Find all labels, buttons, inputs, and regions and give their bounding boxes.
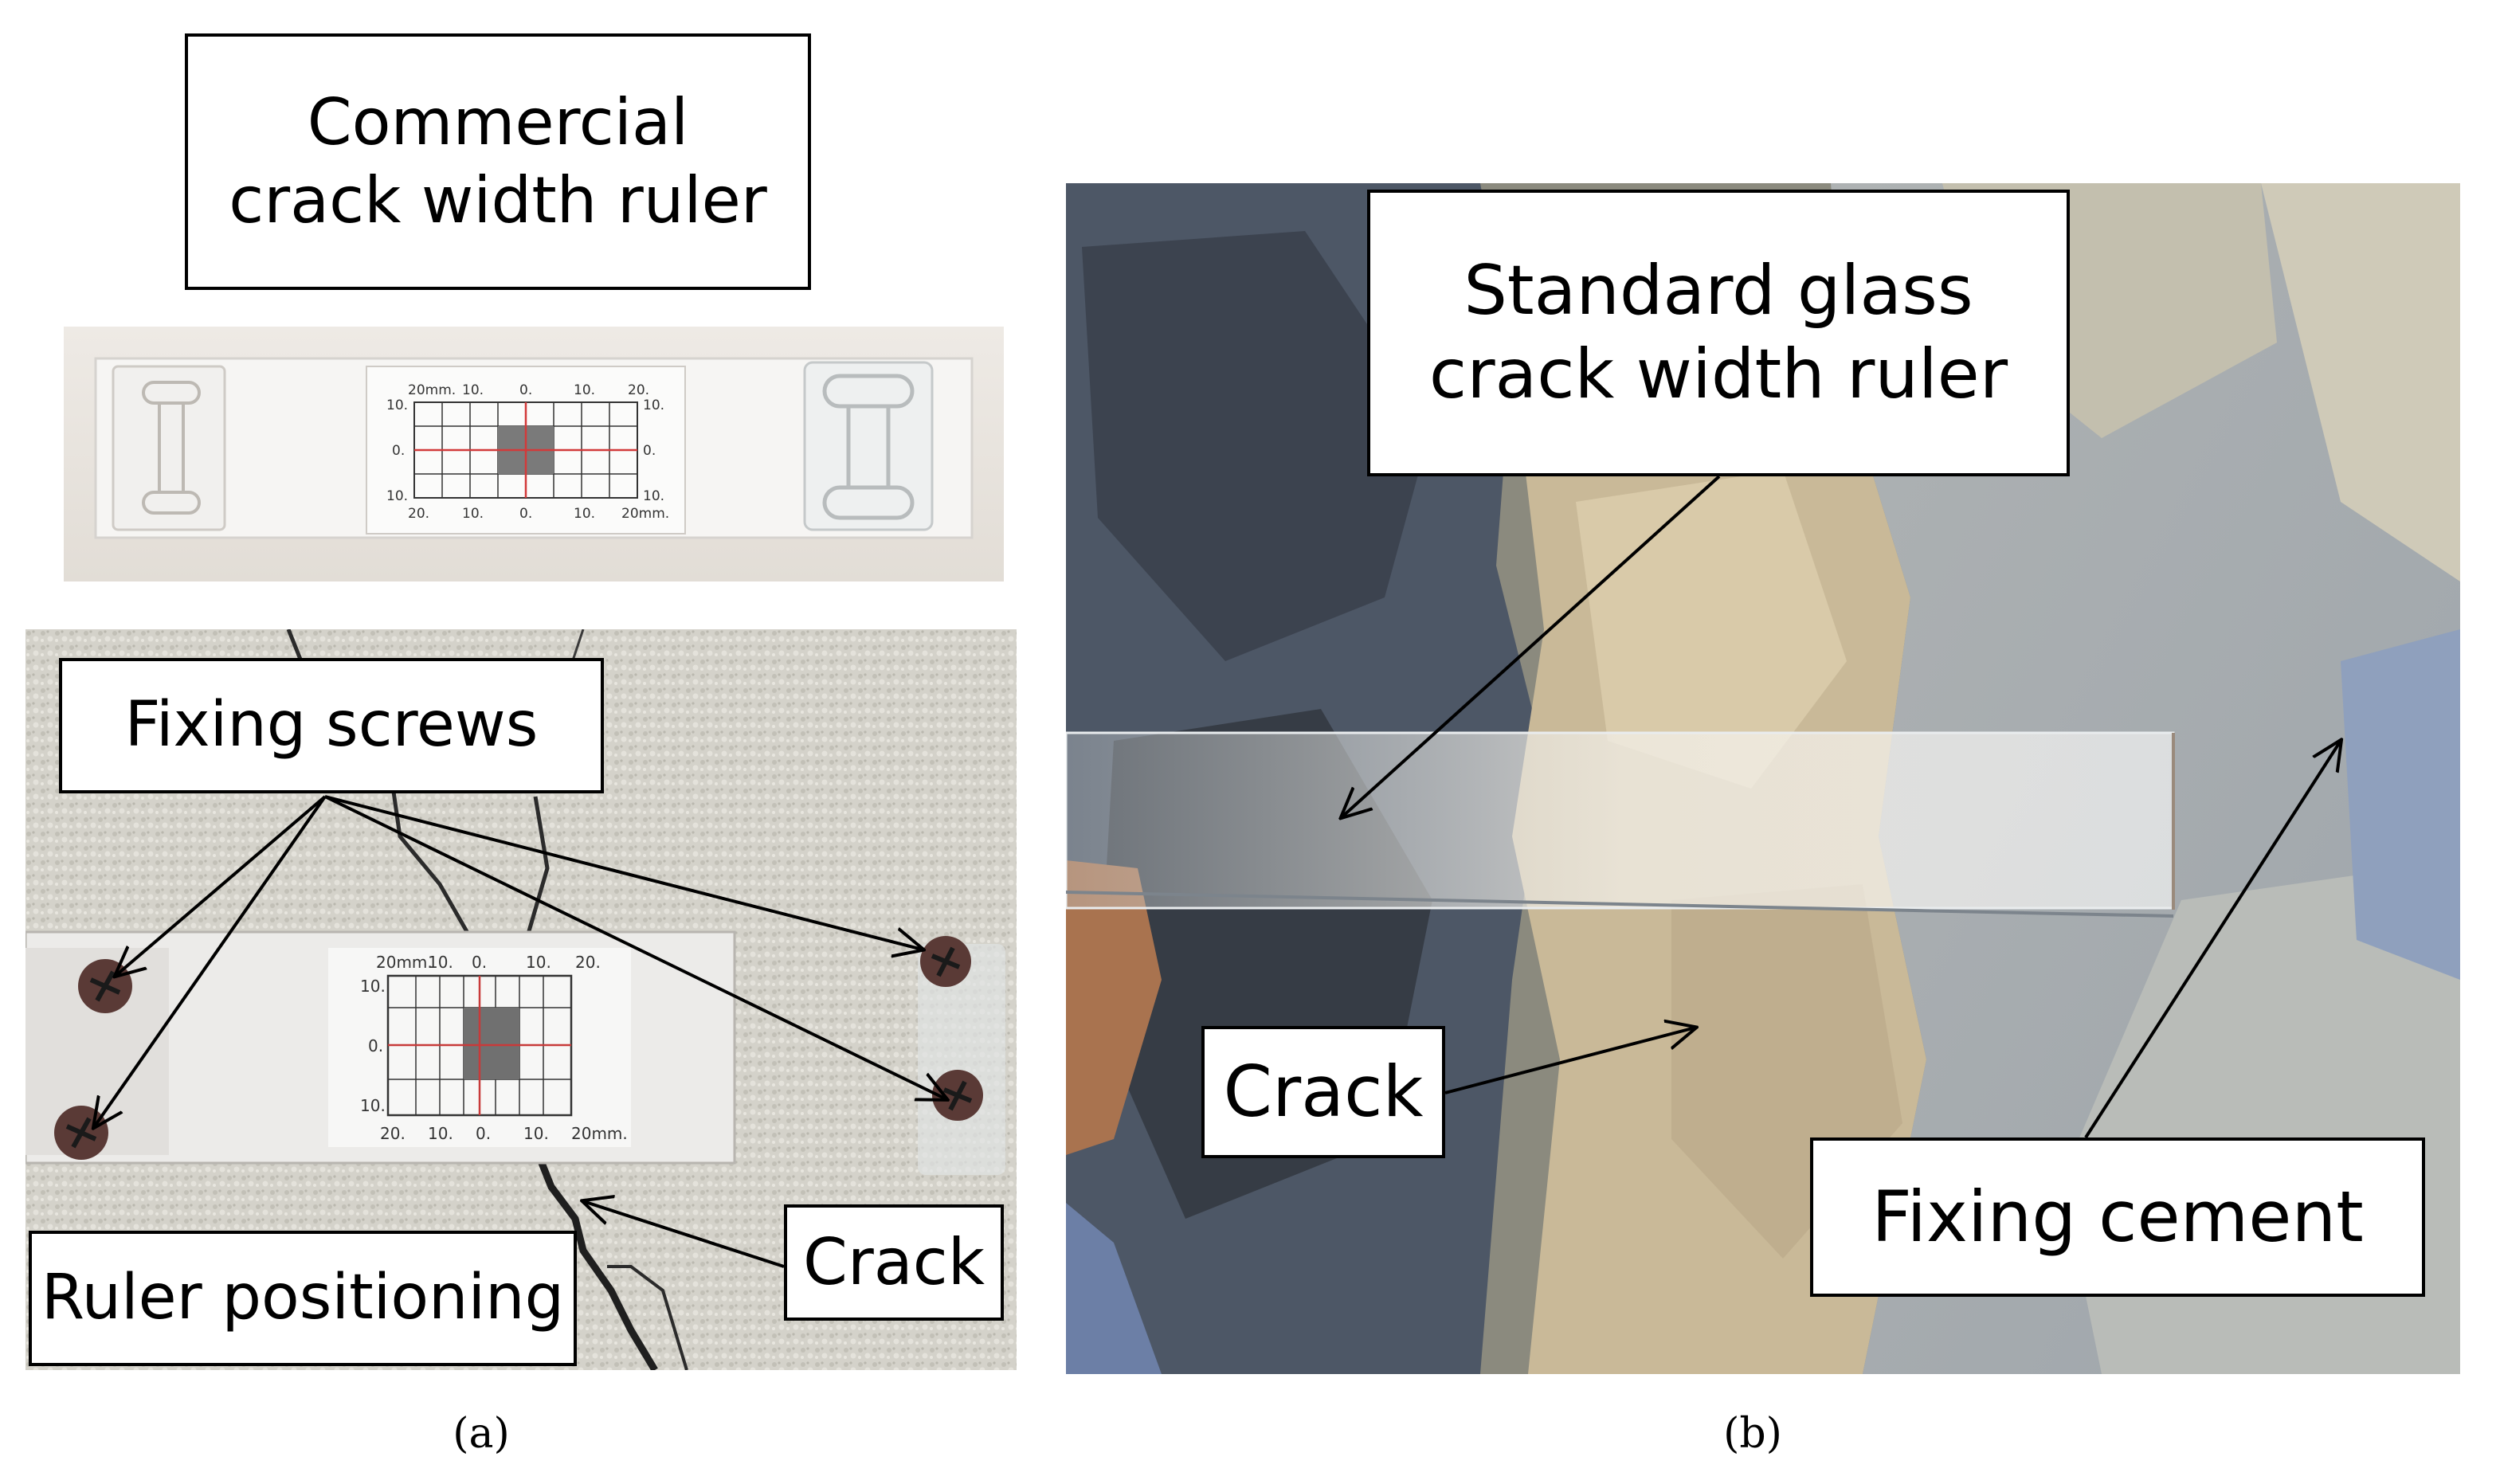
fixing-screws-label: Fixing screws <box>124 689 539 762</box>
crack-label-box-b: Crack <box>1201 1026 1445 1158</box>
right-mount-slot <box>803 361 934 531</box>
fixing-cement-label-box: Fixing cement <box>1810 1137 2425 1297</box>
arrow <box>116 795 327 976</box>
scale-top-label: 0. <box>472 953 487 972</box>
scale-bottom-label: 10. <box>462 506 484 522</box>
ruler-positioning-label-box: Ruler positioning <box>29 1231 577 1366</box>
arrow <box>1444 1028 1695 1094</box>
commercial-ruler-title-box: Commercial crack width ruler <box>185 33 811 290</box>
fixing-screw <box>920 936 971 987</box>
scale-bottom-label: 20mm. <box>571 1124 628 1143</box>
wall-crack <box>531 1145 658 1370</box>
left-mount-slot <box>112 365 226 531</box>
glass-ruler-photo <box>1066 183 2460 1374</box>
scale-bottom-label: 20. <box>380 1124 406 1143</box>
arrow <box>94 795 327 1127</box>
scale-side-label: 0. <box>392 443 405 459</box>
ruler-positioning-label: Ruler positioning <box>41 1262 565 1334</box>
scale-top-label: 0. <box>519 382 532 398</box>
scale-top-label: 20mm. <box>408 382 456 398</box>
scale-bottom-label: 10. <box>523 1124 549 1143</box>
caption-a: (a) <box>453 1410 510 1458</box>
scale-side-label: 0. <box>368 1036 383 1055</box>
scale-side-label: 10. <box>643 488 664 504</box>
scale-top-label: 20. <box>628 382 649 398</box>
scale-bottom-label: 0. <box>519 506 532 522</box>
fixing-cement-label: Fixing cement <box>1871 1176 2364 1259</box>
fixing-screws-label-box: Fixing screws <box>59 658 604 793</box>
scale-side-label: 10. <box>386 397 408 413</box>
caption-b: (b) <box>1723 1410 1782 1458</box>
arrow <box>324 795 946 1099</box>
scale-top-label: 10. <box>526 953 551 972</box>
scale-bottom-label: 20mm. <box>621 506 669 522</box>
ruler-grid <box>413 401 638 499</box>
arrow <box>1342 475 1721 817</box>
crack-label-box-a: Crack <box>784 1204 1004 1321</box>
scale-top-label: 10. <box>462 382 484 398</box>
scale-bottom-label: 20. <box>408 506 429 522</box>
ruler-product-photo: 20mm. 10. 0. 10. 20. 10. 0. 10. 10. 0. 1… <box>64 327 1004 581</box>
scale-top-label: 10. <box>428 953 453 972</box>
arrow <box>2084 741 2341 1139</box>
scale-bottom-label: 10. <box>428 1124 453 1143</box>
crack-label-b: Crack <box>1223 1051 1424 1134</box>
scale-side-label: 0. <box>643 443 656 459</box>
scale-side-label: 10. <box>360 977 386 996</box>
scale-top-label: 10. <box>574 382 595 398</box>
commercial-ruler-title: Commercial crack width ruler <box>229 85 767 237</box>
scale-side-label: 10. <box>386 488 408 504</box>
arrow <box>583 1201 785 1268</box>
scale-bottom-label: 0. <box>476 1124 491 1143</box>
arrow <box>324 795 923 950</box>
scale-top-label: 20. <box>575 953 601 972</box>
crack-label-a: Crack <box>802 1225 985 1300</box>
glass-ruler-label-box: Standard glass crack width ruler <box>1367 190 2070 476</box>
scale-side-label: 10. <box>643 397 664 413</box>
scale-top-label: 20mm. <box>376 953 433 972</box>
glass-ruler-label: Standard glass crack width ruler <box>1428 251 2008 414</box>
scale-side-label: 10. <box>360 1096 386 1115</box>
scale-bottom-label: 10. <box>574 506 595 522</box>
